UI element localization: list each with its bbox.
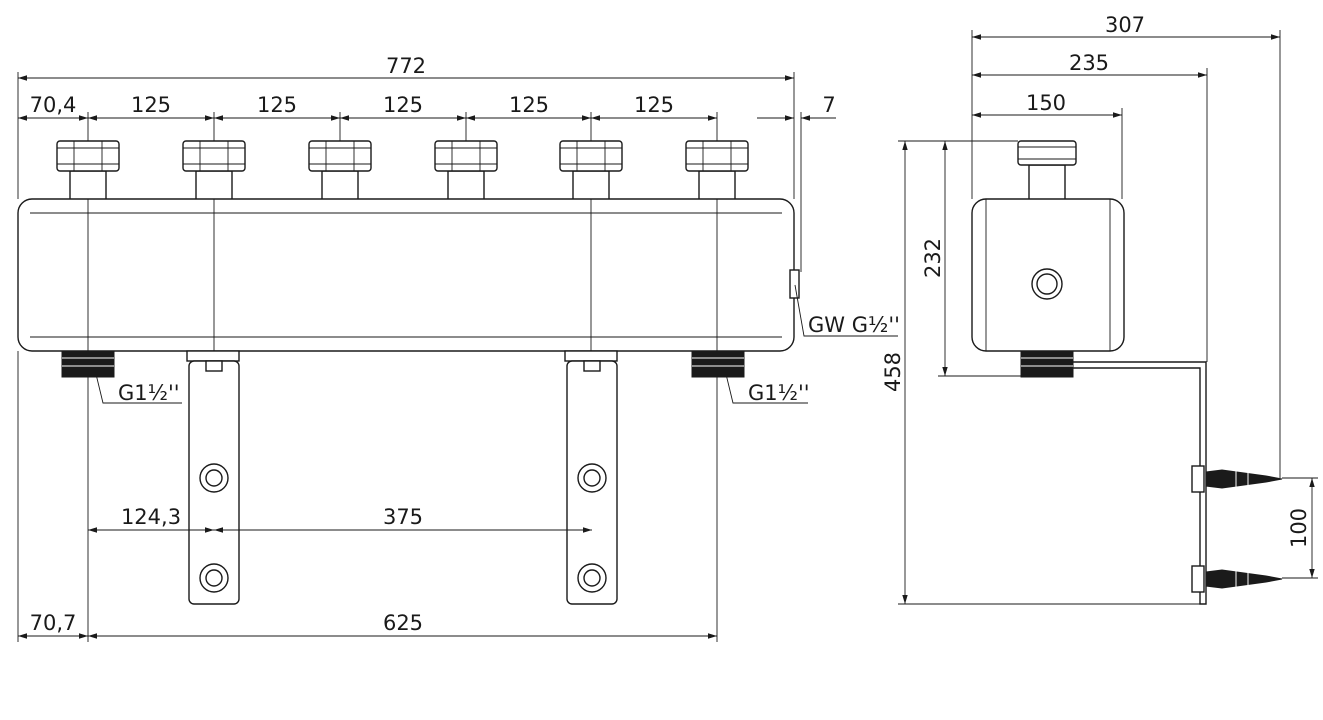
side-view: 307 235 150 232 458 100 [881, 13, 1318, 605]
dim-pitch-5: 125 [634, 93, 674, 117]
bracket-right [564, 350, 618, 605]
top-sockets [56, 140, 749, 202]
dim-total-depth: 307 [1105, 13, 1145, 37]
dim-pitch-3: 125 [383, 93, 423, 117]
dim-overall-width: 772 [386, 54, 426, 78]
dim-pitch-2: 125 [257, 93, 297, 117]
dim-height-232: 232 [921, 238, 945, 278]
bracket-left [186, 350, 240, 605]
wall-anchor-upper [1191, 465, 1283, 493]
dim-depth-150: 150 [1026, 91, 1066, 115]
dim-depth-235: 235 [1069, 51, 1109, 75]
label-connection-left: G1½'' [118, 381, 180, 405]
side-top-socket [1017, 140, 1077, 201]
dim-pitch-1: 125 [131, 93, 171, 117]
header-body [17, 198, 800, 352]
front-dimension-lines [18, 75, 836, 639]
socket-4 [434, 140, 498, 202]
dim-pitch-4: 125 [509, 93, 549, 117]
side-bottom-connection [1020, 350, 1074, 378]
dim-first-offset: 70,4 [30, 93, 77, 117]
dim-anchor-spacing: 100 [1287, 508, 1311, 548]
side-dimension-lines [902, 34, 1315, 604]
socket-2 [182, 140, 246, 202]
label-side-port: GW G½'' [808, 313, 900, 337]
socket-6 [685, 140, 749, 202]
front-view: 772 70,4 125 125 125 125 125 7 124,3 375… [17, 54, 900, 642]
side-wall-bracket [1073, 361, 1207, 605]
bottom-connection-right [691, 350, 745, 378]
dim-bracket-spacing: 375 [383, 505, 423, 529]
front-extension-lines [17, 72, 795, 642]
dim-right-offset: 7 [822, 93, 835, 117]
dim-bottom-spacing: 625 [383, 611, 423, 635]
label-connection-right: G1½'' [748, 381, 810, 405]
dim-bracket-offset: 124,3 [121, 505, 181, 529]
dim-total-height: 458 [881, 352, 905, 392]
bottom-connection-left [61, 350, 115, 378]
socket-1 [56, 140, 120, 202]
socket-5 [559, 140, 623, 202]
side-body [971, 198, 1125, 352]
dim-bottom-offset: 70,7 [30, 611, 77, 635]
front-leaders [94, 284, 898, 404]
wall-anchor-lower [1191, 565, 1283, 593]
socket-3 [308, 140, 372, 202]
